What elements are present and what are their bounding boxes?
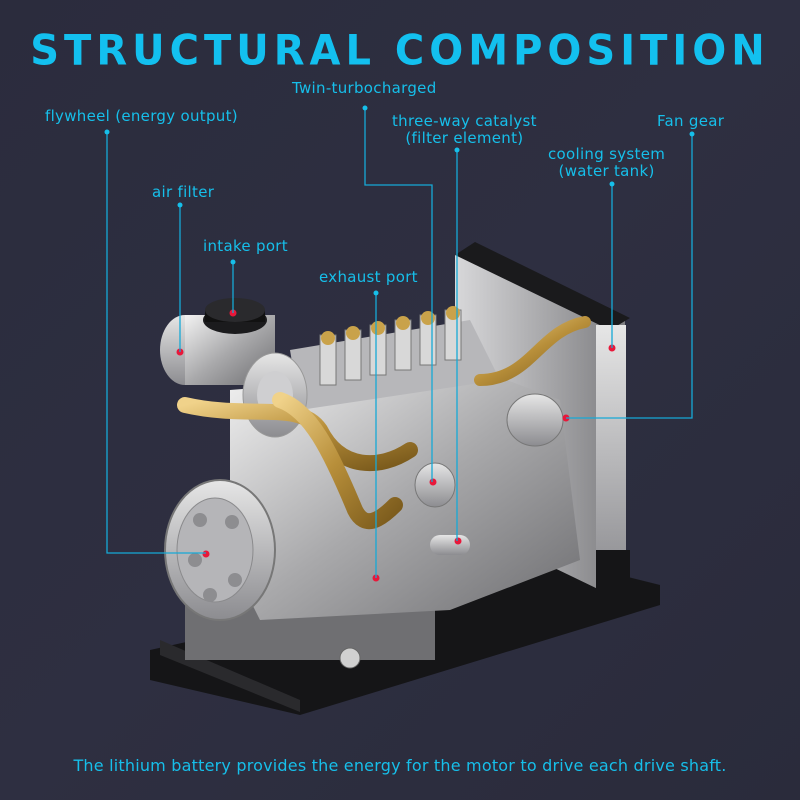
label-catalyst: three-way catalyst (filter element): [392, 113, 537, 147]
label-exhaust-port: exhaust port: [319, 268, 418, 286]
label-air-filter: air filter: [152, 183, 215, 201]
label-catalyst-line2: (filter element): [405, 129, 524, 147]
label-intake-port: intake port: [203, 237, 288, 255]
label-flywheel: flywheel (energy output): [45, 107, 238, 125]
label-cooling-system: cooling system (water tank): [548, 146, 665, 180]
label-cooling-line2: (water tank): [558, 162, 655, 180]
page-title: STRUCTURAL COMPOSITION: [30, 26, 770, 76]
label-twin-turbocharged: Twin-turbocharged: [292, 79, 437, 97]
label-fan-gear: Fan gear: [657, 112, 725, 130]
label-cooling-line1: cooling system: [548, 145, 666, 163]
footer-caption: The lithium battery provides the energy …: [73, 756, 727, 775]
label-catalyst-line1: three-way catalyst: [392, 112, 537, 130]
